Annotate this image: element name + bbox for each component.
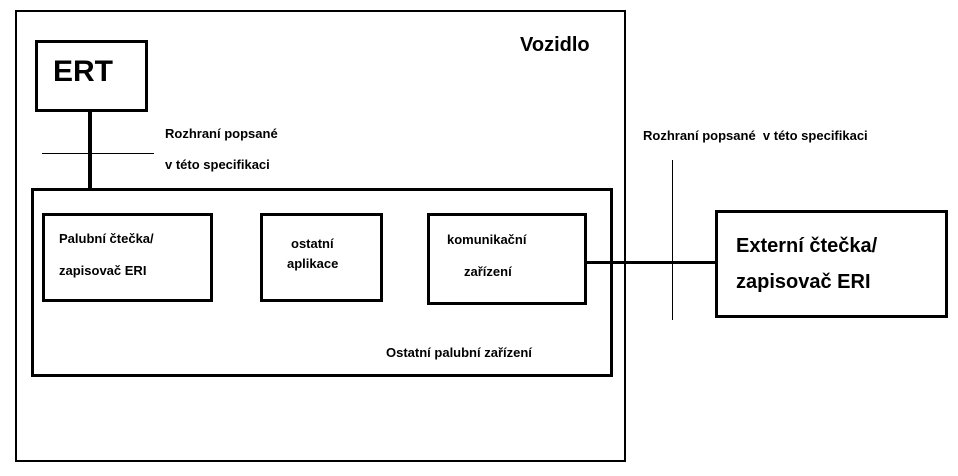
inner-interface-label-1: Rozhraní popsané [165,126,278,141]
onboard-reader-box: Palubní čtečka/ zapisovač ERI [42,213,213,302]
other-equipment-label: Ostatní palubní zařízení [386,345,532,360]
external-connector-line [585,261,717,264]
external-reader-label-1: Externí čtečka/ [736,235,878,257]
outer-interface-label: Rozhraní popsané v této specifikaci [643,128,868,143]
onboard-reader-label-1: Palubní čtečka/ [59,231,154,246]
inner-interface-line [42,153,154,154]
external-reader-label-2: zapisovač ERI [736,271,871,293]
vehicle-frame [15,10,626,462]
ert-connector-line [88,110,92,214]
external-reader-box: Externí čtečka/ zapisovač ERI [715,210,948,318]
other-apps-label-1: ostatní [291,236,334,251]
other-apps-label-2: aplikace [287,256,339,271]
comm-device-box: komunikační zařízení [427,213,587,305]
inner-interface-label-2: v této specifikaci [165,157,270,172]
vehicle-label: Vozidlo [520,34,590,56]
comm-device-label-2: zařízení [464,264,512,279]
ert-box: ERT [35,40,148,112]
onboard-reader-label-2: zapisovač ERI [59,263,147,278]
comm-device-label-1: komunikační [447,232,527,247]
outer-interface-line [672,160,673,320]
other-apps-box: ostatní aplikace [260,213,383,302]
ert-label: ERT [53,55,113,88]
